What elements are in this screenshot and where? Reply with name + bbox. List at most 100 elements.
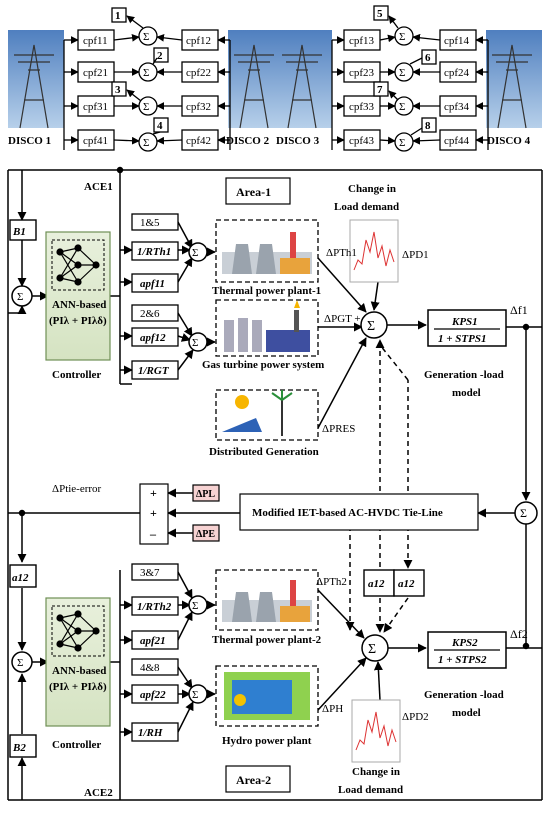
cpf42-label: cpf42 [186,135,211,147]
sum-number-4: 4 [157,120,163,132]
thermal-plant-2-label: Thermal power plant-2 [212,634,322,646]
dp-e-label: ΔPE [196,529,215,540]
hydro-plant-label: Hydro power plant [222,735,312,747]
sigma-gen2: Σ [192,337,198,349]
load-demand-chart-1 [349,219,399,283]
sum-number-1: 1 [115,10,121,22]
dp-res-label: ΔPRES [322,423,355,435]
gain-apf22: apf22 [140,689,166,701]
load-demand-label-1: Load demand [334,201,399,213]
dp-d1-label: ΔPD1 [402,249,429,261]
ann-formula-1: (PIλ + PIλδ) [49,315,107,327]
disco-3-tower-image [276,30,332,128]
dp-th2-label: ΔPTh2 [316,576,347,588]
b1-label: B1 [12,226,26,238]
ace1-label: ACE1 [84,181,113,193]
cpf-labels-left: cpf11 cpf21 cpf31 cpf41 cpf12 cpf22 cpf3… [83,10,211,149]
cpf22-label: cpf22 [186,67,211,79]
area-title-boxes [225,177,291,793]
gain-2and6: 2&6 [140,308,160,320]
ann-label-2: ANN-based [52,665,106,677]
gain-3and7: 3&7 [140,567,160,579]
sum-number-6: 6 [425,52,431,64]
gain-rth1: 1/RTh1 [137,246,171,258]
tie-sign-3: – [149,527,157,541]
sigma-r1: Σ [399,31,405,43]
sigma-area1: Σ [367,319,375,334]
area-2-title: Area-2 [236,773,271,787]
ann-label-1: ANN-based [52,299,106,311]
cpf32-label: cpf32 [186,101,211,113]
sigma-r3: Σ [399,101,405,113]
thermal-plant-1 [215,219,319,283]
ann-formula-2: (PIλ + PIλδ) [49,681,107,693]
tie-sign-1: + [150,486,157,500]
change-in-label-2: Change in [352,766,400,778]
a12-label-mid-2: a12 [398,578,415,590]
sigma-tie: Σ [520,506,527,520]
cpf12-label: cpf12 [186,35,211,47]
gain-rth2: 1/RTh2 [137,601,172,613]
a12-label-mid-1: a12 [368,578,385,590]
tie-sign-2: + [150,506,157,520]
load-demand-label-2: Load demand [338,784,403,796]
cpf-grid-left [63,7,231,152]
cpf14-label: cpf14 [444,35,470,47]
sigma-ace1: Σ [17,291,23,303]
disco-2-label: DISCO 2 [226,135,270,147]
gain-blocks-area2 [131,563,179,742]
controller-label-2: Controller [52,739,101,751]
dp-gt-label: ΔPGT + [324,313,361,325]
sigma-ace2: Σ [17,657,23,669]
thermal-plant-1-label: Thermal power plant-1 [212,285,321,297]
cpf13-label: cpf13 [349,35,375,47]
disco-2-tower-image [228,30,284,128]
sigma-l4: Σ [143,137,149,149]
a12-box-left [9,564,37,588]
disco-4-tower-image [486,30,542,128]
dp-tie-error-label: ΔPtie-error [52,483,102,495]
dp-th1-label: ΔPTh1 [326,247,357,259]
sigma-gen4: Σ [192,689,198,701]
b2-label: B2 [12,742,26,754]
hydro-plant [215,665,319,727]
main-wiring [7,166,543,801]
cpf41-label: cpf41 [83,135,108,147]
gain-4and8: 4&8 [140,662,160,674]
cpf11-label: cpf11 [83,35,108,47]
sum-number-8: 8 [425,120,431,132]
sum-number-3: 3 [115,84,121,96]
disco-3-label: DISCO 3 [276,135,320,147]
cpf31-label: cpf31 [83,101,108,113]
disco-section [8,30,542,129]
sum-number-2: 2 [157,50,163,62]
cpf34-label: cpf34 [444,101,470,113]
area-1-title: Area-1 [236,185,271,199]
cpf44-label: cpf44 [444,135,470,147]
gen-load-label-2: Generation -load [424,689,504,701]
disco-4-label: DISCO 4 [487,135,531,147]
b1-box [9,219,37,241]
cpf23-label: cpf23 [349,67,375,79]
cpf-grid-right [331,5,489,152]
b2-box [9,734,37,758]
cpf43-label: cpf43 [349,135,375,147]
dp-l-label: ΔPL [196,489,215,500]
gen-load-label-1: Generation -load [424,369,504,381]
gain-1and5: 1&5 [140,217,160,229]
disco-1-tower-image [8,30,64,128]
sigma-gen3: Σ [192,600,198,612]
ann-controller-area1 [45,231,111,361]
sigma-r2: Σ [399,67,405,79]
cpf24-label: cpf24 [444,67,470,79]
tf-area1-num: KPS1 [451,316,478,328]
a12-box-mid-1 [363,569,395,597]
sum-number-7: 7 [377,84,383,96]
load-demand-chart-2 [351,699,401,763]
cpf-labels-right: cpf13 cpf23 cpf33 cpf43 cpf14 cpf24 cpf3… [349,8,470,149]
dp-h-label: ΔPH [322,703,343,715]
sum-number-5: 5 [377,8,383,20]
ann-controller-area2 [45,597,111,727]
gain-apf21: apf21 [140,635,166,647]
